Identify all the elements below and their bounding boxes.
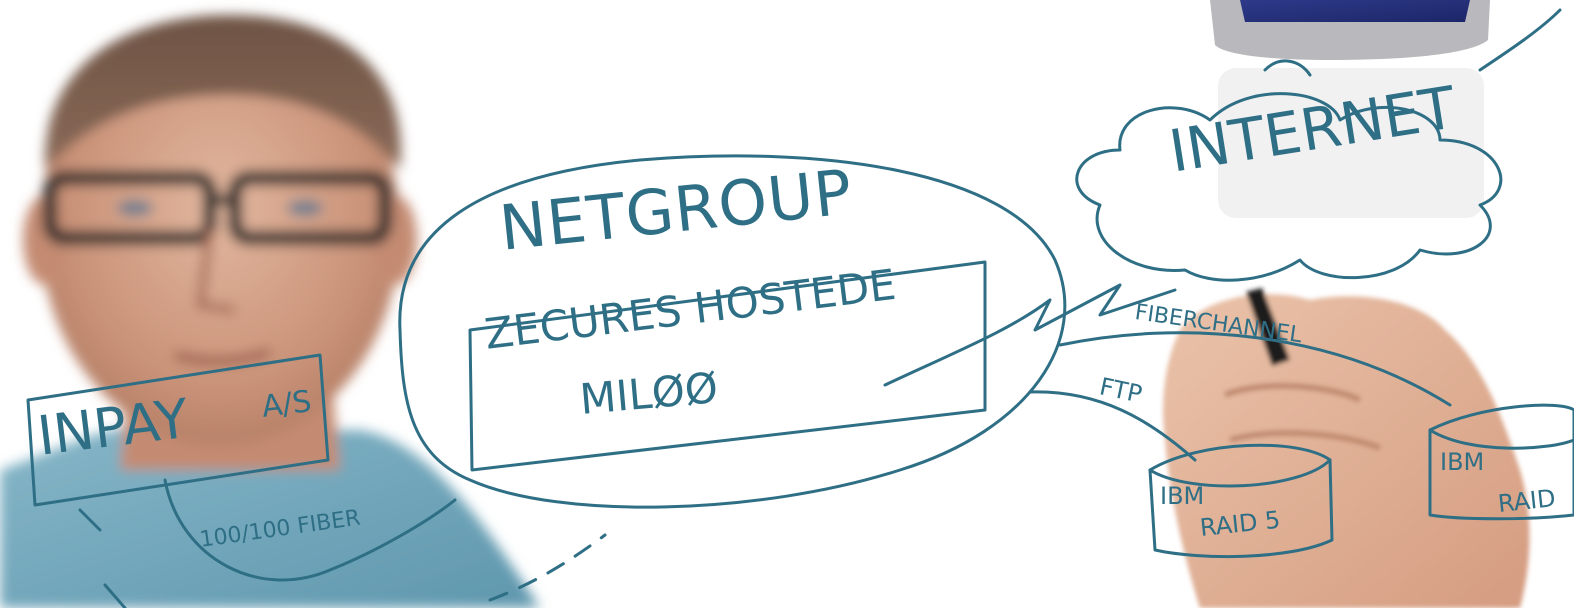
person (0, 15, 540, 608)
as-label: A/S (259, 384, 314, 425)
raid-label-b: RAID (1496, 484, 1557, 518)
hosting-box (468, 260, 987, 472)
ibm-label-a: IBM (1160, 482, 1205, 510)
internet-cloud (1075, 92, 1503, 282)
dashed-line (488, 533, 607, 602)
internet-link (883, 283, 1177, 387)
raid-cylinder (1428, 403, 1574, 521)
raid5-cylinder (1148, 443, 1334, 559)
fiberchannel-line (1058, 331, 1452, 407)
laptop-graphic (1210, 0, 1490, 218)
hand (1163, 288, 1530, 608)
ftp-line (1028, 390, 1197, 462)
ibm-label-b: IBM (1440, 448, 1485, 476)
inpay-box (26, 353, 330, 507)
diagram-ink (26, 8, 1574, 608)
cloud-link (1478, 8, 1562, 72)
fiber-arc (163, 478, 457, 582)
netgroup-ellipse (398, 154, 1067, 509)
